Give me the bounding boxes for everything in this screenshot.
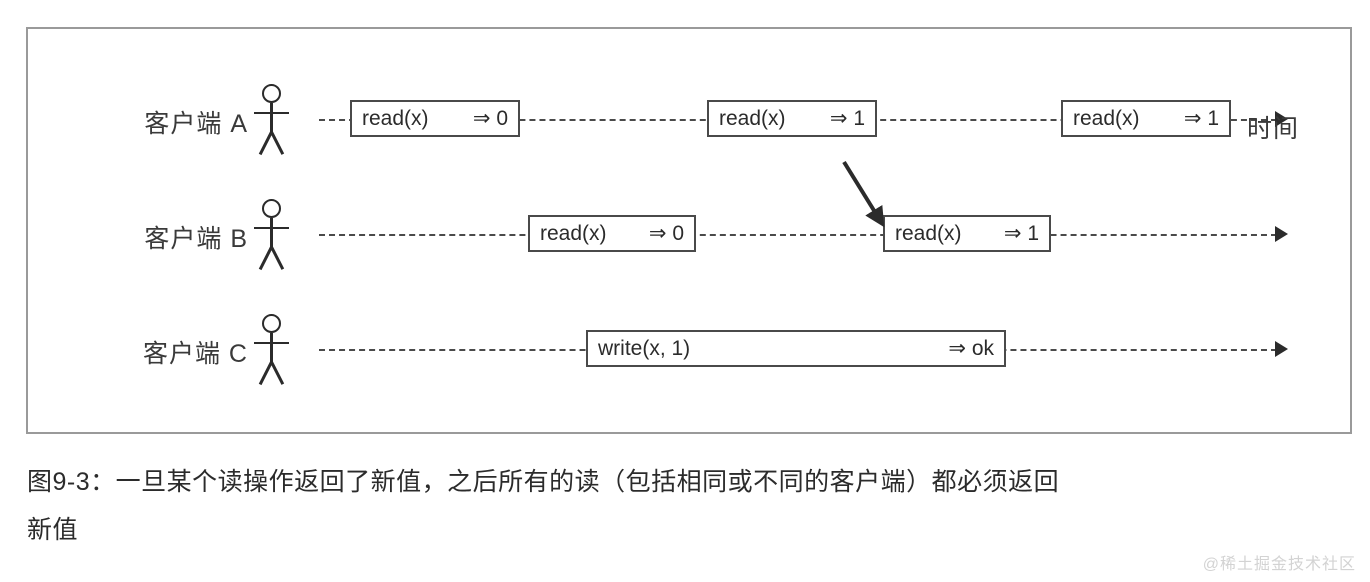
timeline-arrowhead-client-a (1275, 111, 1288, 127)
operation-result: ⇒ 0 (648, 222, 684, 245)
stick-figure-leg-right (270, 361, 284, 385)
stick-figure-head (262, 84, 281, 103)
stick-figure-icon-client-a (250, 84, 296, 156)
operation-result: ⇒ 1 (1183, 107, 1219, 130)
stick-figure-leg-left (258, 131, 273, 155)
lane-label-client-b: 客户端 B (144, 225, 248, 253)
operation-name: read(x) (362, 106, 429, 130)
operation-result: ⇒ ok (948, 337, 994, 360)
operation-box-a1[interactable]: read(x) ⇒ 0 (350, 100, 520, 137)
caption-line-2: 新值 (27, 516, 79, 544)
stick-figure-icon-client-b (250, 199, 296, 271)
stick-figure-head (262, 199, 281, 218)
operation-name: write(x, 1) (598, 336, 691, 360)
operation-result: ⇒ 0 (472, 107, 508, 130)
lane-label-client-a: 客户端 A (144, 110, 248, 138)
figure-caption: 图9-3：一旦某个读操作返回了新值，之后所有的读（包括相同或不同的客户端）都必须… (27, 458, 1327, 554)
lane-client-b: 客户端 B read(x) ⇒ 0 read(x) ⇒ 1 (28, 177, 1350, 287)
stick-figure-body (270, 333, 273, 363)
operation-box-c1[interactable]: write(x, 1) ⇒ ok (586, 330, 1006, 367)
operation-name: read(x) (719, 106, 786, 130)
timeline-client-b (319, 234, 1277, 236)
caption-line-1: 图9-3：一旦某个读操作返回了新值，之后所有的读（包括相同或不同的客户端）都必须… (27, 468, 1060, 496)
operation-box-b2[interactable]: read(x) ⇒ 1 (883, 215, 1051, 252)
stick-figure-leg-right (270, 131, 284, 155)
stick-figure-icon-client-c (250, 314, 296, 386)
stick-figure-arms (254, 342, 289, 345)
time-axis-label: 时间 (1247, 115, 1300, 143)
figure-frame: 客户端 A read(x) ⇒ 0 read(x) ⇒ 1 read(x) ⇒ … (26, 27, 1352, 434)
stick-figure-leg-left (258, 361, 273, 385)
watermark: @稀土掘金技术社区 (1202, 556, 1356, 573)
timeline-arrowhead-client-c (1275, 341, 1288, 357)
stick-figure-leg-right (270, 246, 284, 270)
operation-result: ⇒ 1 (1003, 222, 1039, 245)
stick-figure-arms (254, 112, 289, 115)
stick-figure-head (262, 314, 281, 333)
stick-figure-arms (254, 227, 289, 230)
operation-result: ⇒ 1 (829, 107, 865, 130)
stick-figure-body (270, 103, 273, 133)
lane-client-a: 客户端 A read(x) ⇒ 0 read(x) ⇒ 1 read(x) ⇒ … (28, 62, 1350, 172)
timeline-arrowhead-client-b (1275, 226, 1288, 242)
stick-figure-body (270, 218, 273, 248)
operation-name: read(x) (895, 221, 962, 245)
operation-box-a3[interactable]: read(x) ⇒ 1 (1061, 100, 1231, 137)
operation-box-a2[interactable]: read(x) ⇒ 1 (707, 100, 877, 137)
operation-box-b1[interactable]: read(x) ⇒ 0 (528, 215, 696, 252)
lane-client-c: 客户端 C write(x, 1) ⇒ ok (28, 292, 1350, 402)
operation-name: read(x) (540, 221, 607, 245)
lane-label-client-c: 客户端 C (142, 340, 248, 368)
stick-figure-leg-left (258, 246, 273, 270)
operation-name: read(x) (1073, 106, 1140, 130)
